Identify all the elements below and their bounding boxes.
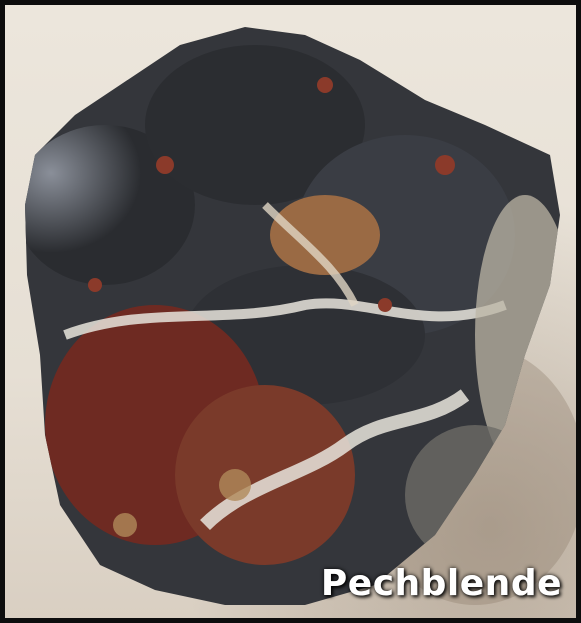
- pechblende-rock-image: [25, 27, 576, 605]
- caption-label: Pechblende: [320, 563, 562, 604]
- rock-body: [25, 27, 560, 605]
